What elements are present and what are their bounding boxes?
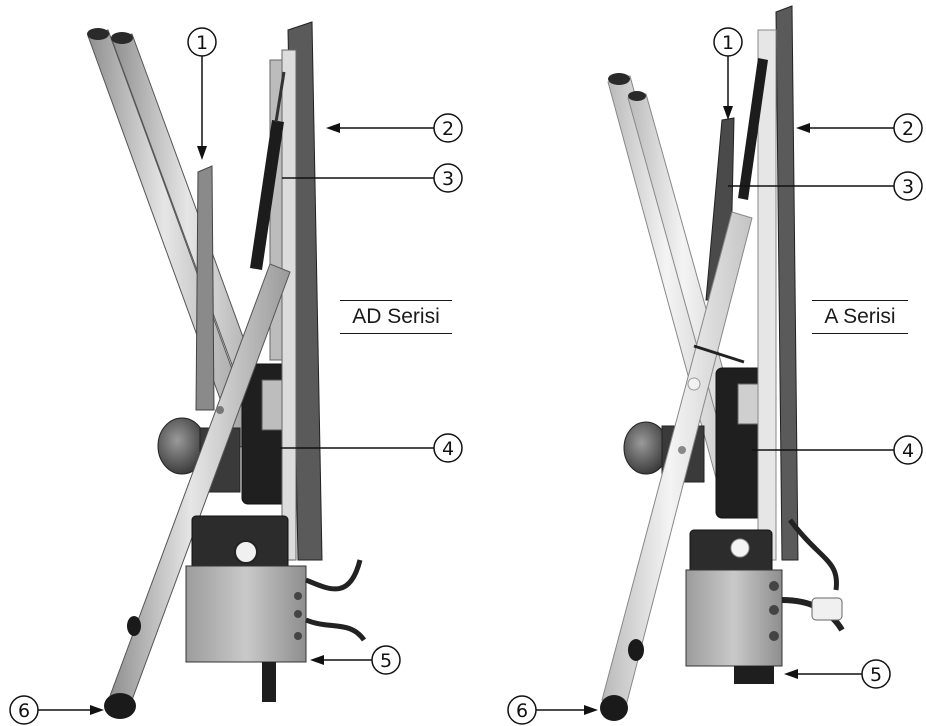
left-rear-foot (127, 616, 141, 636)
right-callout-numbers: 1 2 3 4 5 6 (516, 32, 914, 722)
right-machine (600, 5, 845, 721)
right-steam-generator (685, 518, 845, 684)
callout-4-right: 4 (902, 440, 914, 462)
left-sleeve-arm (195, 165, 215, 411)
callout-1-right: 1 (722, 32, 734, 54)
left-gas-spring (250, 71, 286, 270)
callout-1-left: 1 (196, 32, 208, 54)
left-front-foot (104, 693, 136, 719)
callout-4-left: 4 (442, 438, 454, 460)
left-callouts (9, 27, 463, 725)
right-rear-foot (628, 639, 644, 661)
callout-2-left: 2 (442, 118, 454, 140)
callout-5-right: 5 (870, 664, 882, 686)
left-rear-legs (87, 28, 281, 449)
series-label-a: A Serisi (812, 300, 908, 334)
left-callout-numbers: 1 2 3 4 5 6 (18, 32, 454, 722)
right-ironing-board (757, 5, 799, 561)
series-label-ad: AD Serisi (340, 300, 452, 334)
callout-3-right: 3 (902, 176, 914, 198)
callout-5-left: 5 (380, 650, 392, 672)
right-gas-spring (738, 58, 768, 200)
callout-3-left: 3 (442, 168, 454, 190)
left-steam-generator (185, 515, 367, 702)
callout-2-right: 2 (902, 118, 914, 140)
right-callouts (507, 27, 923, 725)
callout-6-left: 6 (18, 700, 30, 722)
right-front-foot (600, 695, 628, 721)
left-machine (87, 21, 367, 719)
callout-6-right: 6 (516, 700, 528, 722)
